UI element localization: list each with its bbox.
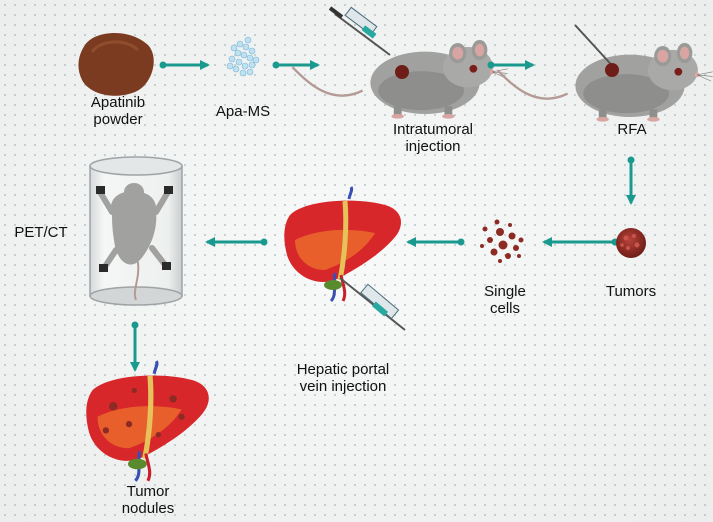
intratumoral-label-line2: injection [405,138,461,155]
scanner-icon [89,156,183,306]
intratumoral-label: Intratumoral injection [378,121,488,155]
apatinib-label-line1: Apatinib [90,94,146,111]
intratumoral-label-line1: Intratumoral [392,121,474,138]
singlecells-label: Single cells [470,283,540,317]
tumors-label-line1: Tumors [605,283,657,300]
apams-label-line1: Apa-MS [215,103,271,120]
nodules-label-line1: Tumor [126,483,170,500]
nodules-label: Tumor nodules [108,483,188,517]
rfa-label: RFA [602,121,662,138]
apatinib-label: Apatinib powder [78,94,158,128]
powder-icon [78,32,154,96]
mouse-icon [291,38,509,120]
cells-icon [480,219,524,263]
apatinib-label-line2: powder [93,111,143,128]
apams-label: Apa-MS [203,103,283,120]
needle-icon [574,24,619,77]
portal-label: Hepatic portal vein injection [278,361,408,395]
liver-icon [86,361,209,481]
tumor-icon [616,228,646,258]
nodules-label-line2: nodules [121,500,175,517]
portal-label-line1: Hepatic portal [296,361,390,378]
syringe-icon [328,6,391,56]
syringe-icon [339,277,406,331]
mouse-icon [496,41,713,123]
petct-label-line1: PET/CT [14,224,68,241]
flow-arrows [130,60,636,372]
petct-label: PET/CT [10,224,72,241]
tumors-label: Tumors [596,283,666,300]
rfa-label-line1: RFA [617,121,647,138]
singlecells-label-line1: Single [484,283,526,300]
tumor-site-marker [395,65,409,79]
singlecells-label-line2: cells [489,300,520,317]
microsphere-icon [226,36,260,77]
liver-icon [284,187,401,301]
portal-label-line2: vein injection [299,378,387,395]
